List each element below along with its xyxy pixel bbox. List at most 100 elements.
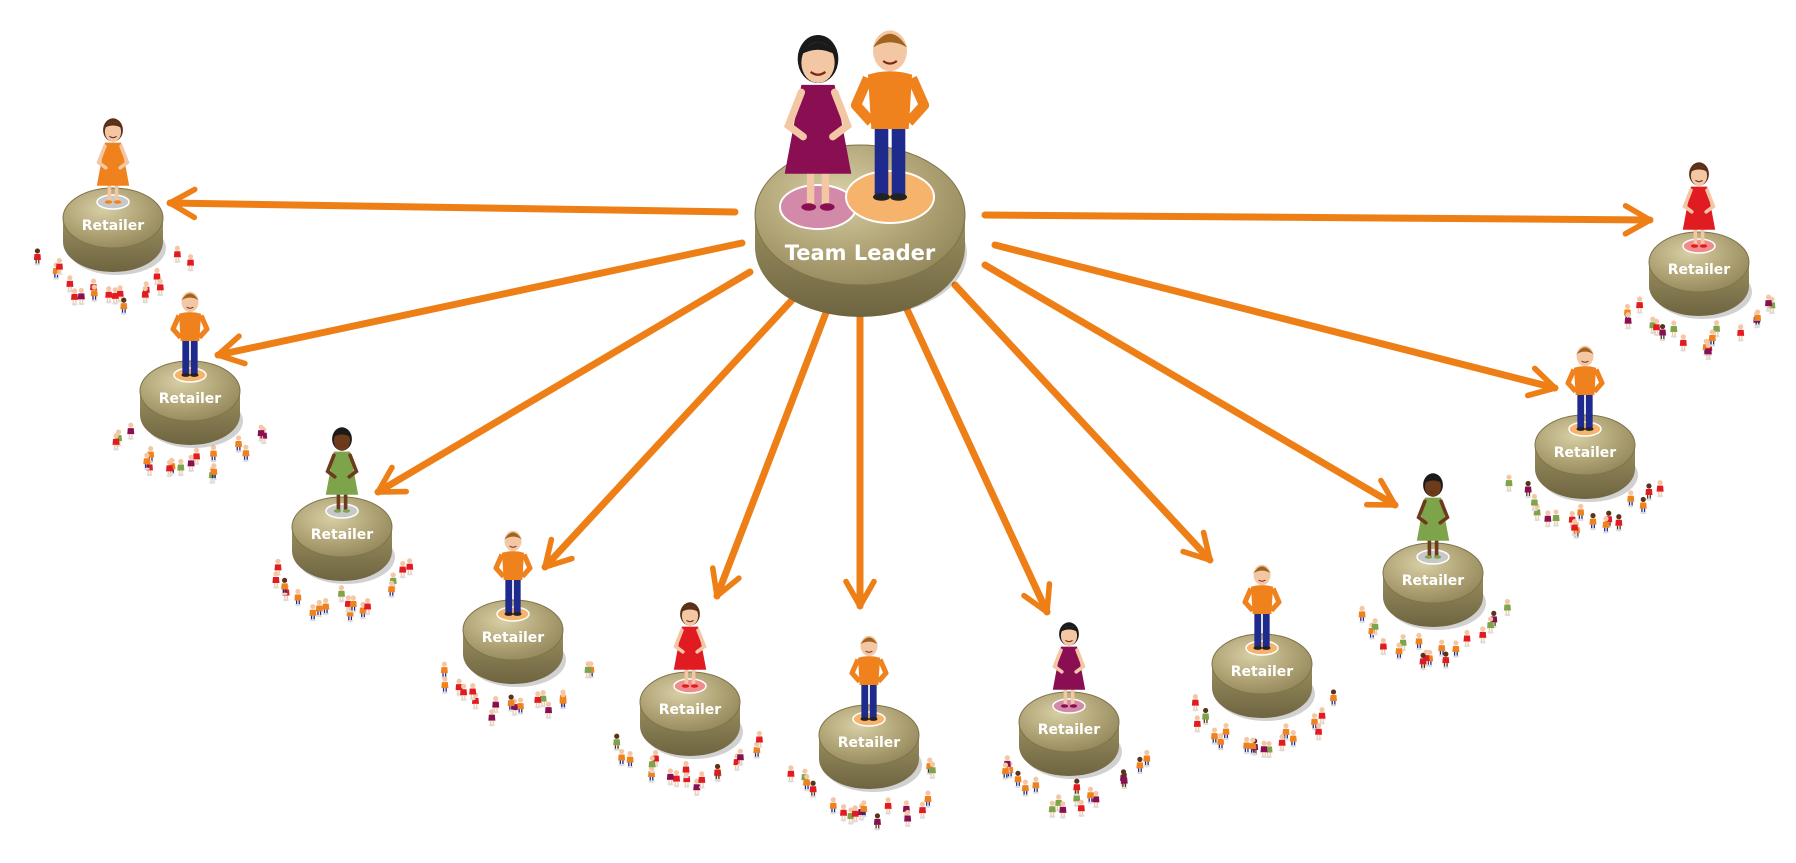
- crowd-person: [1524, 480, 1532, 499]
- crowd-person: [471, 692, 479, 710]
- crowd-person: [1193, 715, 1201, 733]
- crowd-person: [803, 774, 811, 792]
- crowd-person: [918, 801, 926, 819]
- crowd-person: [105, 286, 113, 304]
- crowd-person: [1289, 730, 1297, 748]
- retailer-figure-11: [1682, 162, 1716, 248]
- crowd-person: [488, 709, 496, 727]
- crowd-person: [349, 595, 357, 613]
- crowd-person: [55, 257, 63, 276]
- crowd-person: [1136, 756, 1144, 775]
- crowd-person: [1191, 694, 1199, 712]
- crowd-person: [873, 813, 881, 831]
- retailer-label: Retailer: [482, 630, 545, 646]
- arrow-to-retailer-1: [166, 186, 739, 221]
- arrow-to-retailer-10: [991, 241, 1559, 399]
- crowd-person: [469, 682, 477, 701]
- figure-base-disc: [96, 194, 130, 210]
- crowd-person: [1589, 513, 1597, 531]
- retailer-crowd-8: [1191, 689, 1337, 759]
- retailer-figure-8: [1242, 564, 1282, 650]
- figure-base-disc: [1682, 238, 1716, 254]
- retailer-figure-1: [96, 118, 130, 204]
- retailer-figure-5: [673, 602, 707, 688]
- retailer-pad-9: Retailer: [1382, 473, 1486, 630]
- crowd-person: [559, 692, 567, 710]
- crowd-person: [127, 422, 135, 440]
- arrow-to-retailer-9: [981, 261, 1399, 509]
- crowd-person: [344, 595, 352, 613]
- crowd-person: [648, 755, 656, 773]
- crowd-person: [1505, 474, 1513, 492]
- retailer-pad-1: Retailer: [62, 118, 166, 275]
- team-leader-node: Team Leader: [754, 30, 967, 317]
- crowd-person: [673, 770, 681, 788]
- crowd-person: [66, 275, 74, 293]
- crowd-person: [507, 694, 515, 712]
- crowd-person: [1419, 652, 1427, 671]
- retailer-pad-6: Retailer: [818, 635, 922, 792]
- crowd-person: [924, 790, 932, 808]
- crowd-person: [1656, 480, 1664, 498]
- crowd-person: [1358, 605, 1366, 624]
- crowd-person: [242, 444, 250, 462]
- crowd-person: [210, 463, 218, 481]
- arrows-layer: [166, 186, 1654, 616]
- retailer-pad-3: Retailer: [291, 427, 395, 584]
- retailer-label: Retailer: [1668, 262, 1731, 278]
- crowd-person: [1211, 727, 1219, 745]
- crowd-person: [120, 297, 128, 315]
- retailer-figure-6: [849, 635, 889, 721]
- retailer-label: Retailer: [1554, 445, 1617, 461]
- crowd-person: [1765, 294, 1773, 312]
- crowd-person: [1639, 496, 1647, 515]
- crowd-person: [1217, 733, 1225, 751]
- crowd-person: [1315, 723, 1323, 741]
- crowd-person: [626, 750, 634, 769]
- retailer-crowd-6: [787, 757, 936, 831]
- crowd-person: [399, 561, 407, 579]
- crowd-person: [1120, 771, 1128, 790]
- crowd-person: [1014, 770, 1022, 789]
- crowd-person: [1463, 629, 1471, 648]
- crowd-person: [682, 760, 690, 779]
- crowd-person: [1636, 296, 1644, 314]
- crowd-person: [492, 695, 500, 714]
- crowd-person: [1442, 651, 1450, 669]
- retailer-figure-7: [1052, 622, 1086, 708]
- crowd-person: [173, 245, 181, 263]
- crowd-person: [1415, 632, 1423, 651]
- figure-base-disc: [673, 678, 707, 694]
- crowd-person: [1048, 800, 1056, 818]
- crowd-person: [1143, 749, 1151, 768]
- crowd-person: [1530, 493, 1538, 512]
- retailer-pad-10: Retailer: [1534, 345, 1638, 502]
- crowd-person: [714, 763, 722, 782]
- crowd-person: [1503, 598, 1511, 617]
- crowd-person: [1737, 324, 1745, 342]
- crowd-person: [1329, 689, 1337, 707]
- crowd-person: [322, 598, 330, 616]
- crowd-person: [1571, 519, 1579, 537]
- retailer-crowd-4: [440, 661, 595, 727]
- crowd-person: [584, 661, 592, 679]
- retailer-label: Retailer: [82, 218, 145, 234]
- crowd-person: [294, 588, 302, 607]
- crowd-person: [111, 287, 119, 305]
- crowd-person: [851, 805, 859, 823]
- crowd-person: [1371, 618, 1379, 636]
- crowd-person: [1278, 734, 1286, 752]
- crowd-person: [693, 778, 701, 796]
- crowd-person: [1087, 786, 1095, 804]
- crowd-person: [666, 768, 674, 786]
- retailer-crowd-1: [33, 245, 195, 315]
- retailer-figure-10: [1565, 345, 1605, 431]
- retailer-pad-5: Retailer: [639, 602, 743, 759]
- crowd-person: [112, 433, 120, 451]
- figure-base-disc: [1416, 549, 1450, 565]
- leader-female-base-disc: [779, 184, 857, 230]
- crowd-person: [884, 797, 892, 815]
- crowd-person: [1202, 707, 1210, 726]
- pads-layer: RetailerRetailerRetailerRetailerRetailer…: [62, 118, 1752, 792]
